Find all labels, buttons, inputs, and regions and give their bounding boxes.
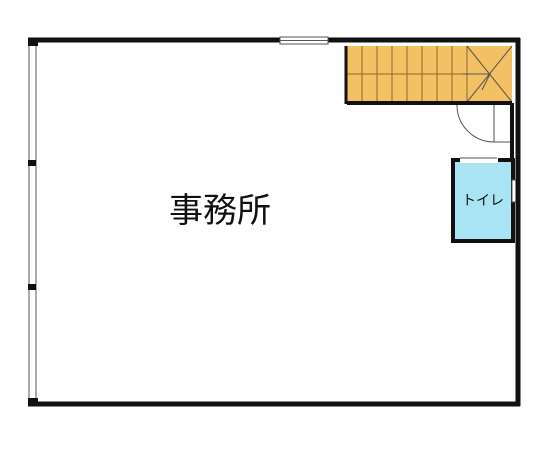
stair-landing-lines — [462, 45, 513, 103]
top-window — [279, 36, 329, 45]
door-swing — [456, 104, 512, 143]
outer-walls — [28, 37, 521, 407]
toilet-door-gap — [460, 157, 498, 163]
toilet-floor — [455, 162, 511, 239]
left-wall-windows — [28, 38, 38, 406]
toilet-label: トイレ — [462, 193, 504, 209]
office-label: 事務所 — [169, 191, 271, 231]
